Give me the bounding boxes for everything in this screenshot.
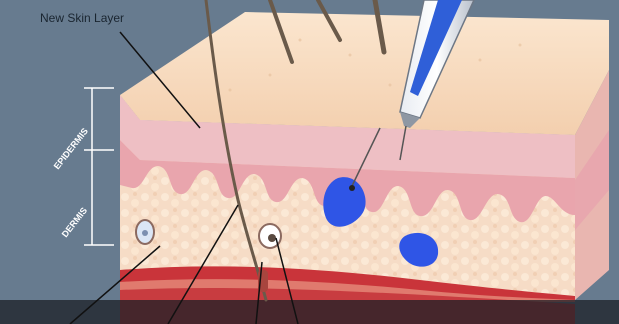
new-skin-layer-label: New Skin Layer [40,11,124,25]
